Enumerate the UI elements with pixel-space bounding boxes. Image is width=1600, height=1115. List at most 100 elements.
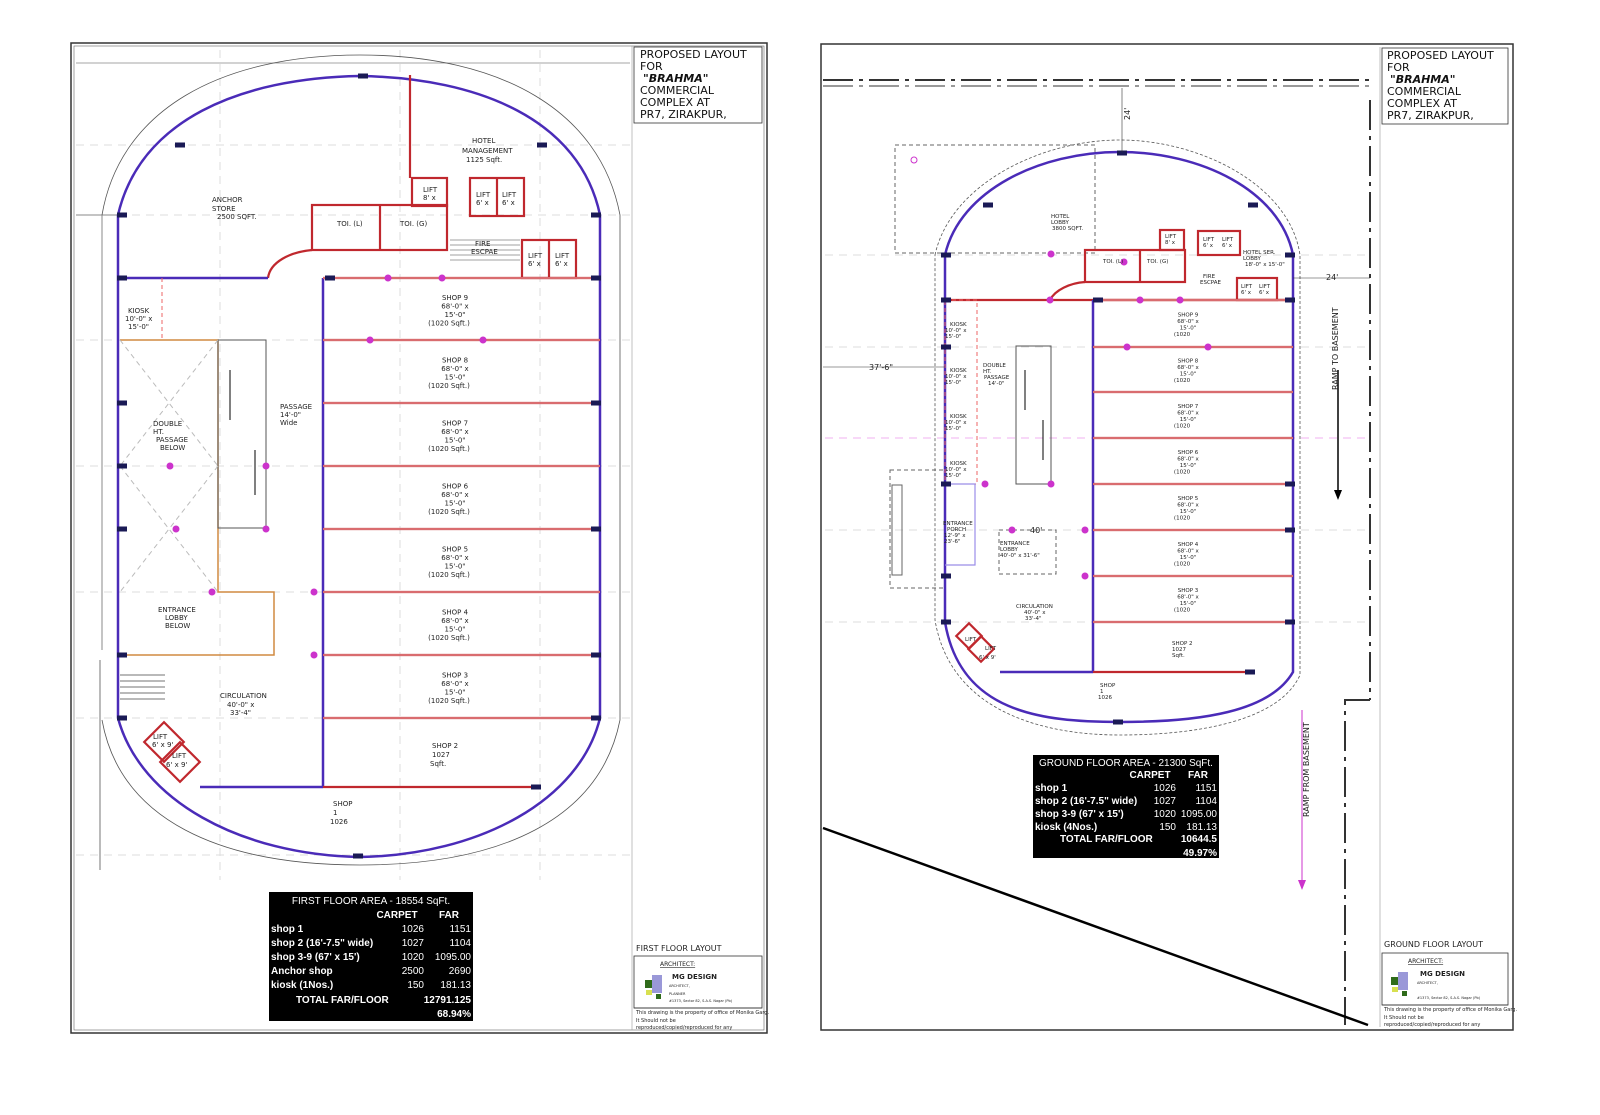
shop-shop-9: SHOP 968'-0" x15'-0"(1020 — [1174, 313, 1200, 339]
shop-label-area: (1020 — [1174, 424, 1191, 430]
shop-label-name: SHOP 6 — [442, 482, 469, 490]
marker-point — [1081, 526, 1089, 534]
label: CIRCULATION — [1016, 604, 1053, 610]
label: STORE — [212, 205, 236, 213]
room-entrance-lobby: ENTRANCE LOBBY 40'-0" x 31'-6" — [1000, 541, 1040, 559]
ramp-from-basement-label: RAMP FROM BASEMENT — [1302, 722, 1311, 817]
marker-point — [310, 651, 318, 659]
row-far: 181.13 — [1186, 822, 1217, 833]
label: 10'-0" x — [945, 467, 967, 473]
shop-label-name: SHOP 4 — [1178, 542, 1199, 548]
shop-label-name: SHOP 5 — [442, 545, 468, 553]
label: 6' x — [476, 199, 489, 207]
shop-label-size: 68'-0" x — [441, 554, 468, 562]
label: 1125 Sqft. — [466, 156, 502, 164]
row-carpet: 150 — [407, 980, 424, 991]
column — [117, 526, 127, 532]
shop-label-size: 68'-0" x — [1177, 457, 1199, 463]
label: 14'-0" — [988, 381, 1005, 387]
shop-label-size2: 15'-0" — [1180, 326, 1197, 332]
shop-label-name: SHOP 7 — [1178, 404, 1199, 410]
label: 6' x — [528, 260, 541, 268]
kiosk-labels: KIOSK 10'-0" x 15'-0" KIOSK 10'-0" x 15'… — [945, 322, 967, 479]
column — [941, 619, 951, 625]
column-header: FAR — [1188, 770, 1209, 781]
column — [117, 463, 127, 469]
row-carpet: 1027 — [1154, 796, 1177, 807]
shop-label-size: 68'-0" x — [1177, 411, 1199, 417]
core-labels: LIFT 8' x LIFT 6' x LIFT 6' x LIFT 6' x … — [1102, 234, 1271, 296]
shop-label-name: SHOP 3 — [442, 671, 468, 679]
disclaimer: reproduced/copied/reproduced for any — [636, 1025, 732, 1031]
label: LIFT — [1259, 284, 1271, 290]
column — [1117, 150, 1127, 156]
shop-label-size: 68'-0" x — [441, 428, 468, 436]
shop-shop-6: SHOP 668'-0" x15'-0"(1020 — [1174, 450, 1200, 476]
column — [591, 526, 601, 532]
grid-lines — [76, 50, 630, 880]
shop-label-size2: 15'-0" — [1180, 601, 1197, 607]
column — [983, 202, 993, 208]
row-label: shop 2 (16'-7.5" wide) — [1035, 796, 1137, 807]
title-line: PR7, ZIRAKPUR, — [640, 108, 727, 121]
shop-label-name: SHOP 4 — [442, 608, 469, 616]
shop-shop-3: SHOP 368'-0" x15'-0"(1020 — [1174, 588, 1200, 614]
total-value: 12791.125 — [424, 995, 472, 1006]
label: 1026 — [1098, 695, 1112, 701]
column — [117, 275, 127, 281]
lift-8x8 — [410, 176, 449, 208]
shop-label-size2: 15'-0" — [444, 688, 465, 696]
label: Sqft. — [430, 760, 446, 768]
total-label: TOTAL FAR/FLOOR — [296, 995, 390, 1006]
firm-role: ARCHITECT, — [1417, 981, 1438, 985]
label: TOI. (G) — [1146, 259, 1168, 265]
shop-label-name: SHOP 8 — [1178, 359, 1199, 365]
row-label: shop 2 (16'-7.5" wide) — [271, 938, 373, 949]
row-label: kiosk (1Nos.) — [271, 980, 333, 991]
shop-label-area: (1020 Sqft.) — [428, 445, 470, 453]
shop-label-size2: 15'-0" — [444, 499, 465, 507]
column-header: CARPET — [1129, 770, 1170, 781]
room-anchor-store: ANCHOR STORE 2500 SQFT. — [212, 196, 257, 221]
room-shop-1: SHOP 1 1026 — [1098, 683, 1116, 701]
label: ENTRANCE — [943, 521, 973, 527]
firm-role: ARCHITECT, — [669, 984, 690, 988]
label: KIOSK — [950, 461, 967, 467]
shop-label-size: 68'-0" x — [1177, 503, 1199, 509]
label: 1 — [333, 809, 337, 817]
shop-label-size2: 15'-0" — [444, 373, 465, 381]
row-far: 2690 — [449, 966, 472, 977]
column — [175, 142, 185, 148]
shop-label-size: 68'-0" x — [441, 680, 468, 688]
label: 33'-4" — [230, 709, 251, 717]
label: KIOSK — [950, 414, 967, 420]
shop-shop-8: SHOP 868'-0" x15'-0"(1020 Sqft.) — [428, 356, 470, 390]
label: 15'-0" — [945, 426, 962, 432]
label: 40'-0" x 31'-6" — [1000, 553, 1040, 559]
title-line: PROPOSED LAYOUT — [640, 48, 747, 61]
label: LIFT — [1203, 237, 1215, 243]
column — [591, 400, 601, 406]
room-hotel-lobby: HOTEL LOBBY 3800 SQFT. — [1051, 214, 1083, 232]
disclaimer: reproduced/copied/reproduced for any — [1384, 1022, 1480, 1028]
room-circulation: CIRCULATION 40'-0" x 33'-4" — [220, 692, 267, 717]
row-label: shop 1 — [271, 924, 304, 935]
room-kiosk: KIOSK 10'-0" x 15'-0" — [125, 307, 152, 331]
dimension-label: 37'-6" — [869, 363, 893, 372]
label: 6' x 9' — [979, 655, 996, 661]
marker-point — [310, 588, 318, 596]
shop-label-size2: 15'-0" — [1180, 417, 1197, 423]
label: LOBBY — [165, 614, 188, 622]
disclaimer: It Should not be — [1384, 1015, 1424, 1021]
row-far: 1095.00 — [1181, 809, 1218, 820]
column — [117, 212, 127, 218]
facade-outline — [943, 150, 1295, 724]
label: 23'-6" — [944, 539, 961, 545]
room-entrance-lobby: ENTRANCE LOBBY BELOW — [158, 606, 196, 630]
label: 6' x — [1203, 243, 1214, 249]
